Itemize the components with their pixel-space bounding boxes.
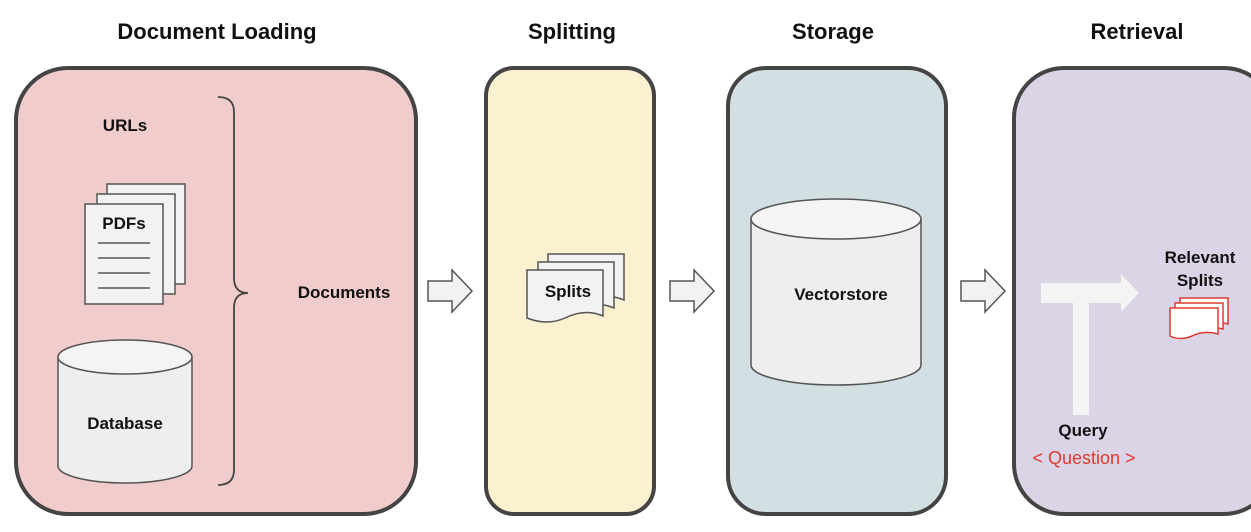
stage-title-splitting: Splitting (528, 19, 616, 44)
query-arrow-icon (1041, 274, 1139, 415)
vectorstore-icon (750, 198, 922, 386)
urls-label: URLs (103, 116, 147, 135)
vectorstore-label: Vectorstore (794, 285, 888, 304)
curly-brace (217, 96, 249, 486)
flow-arrow-3 (960, 268, 1007, 314)
database-label: Database (87, 414, 163, 433)
pdfs-label: PDFs (102, 214, 145, 233)
splits-label: Splits (545, 282, 591, 301)
relevant-splits-label-line1: Relevant (1165, 248, 1236, 267)
documents-label: Documents (298, 283, 391, 302)
stage-title-retrieval: Retrieval (1091, 19, 1184, 44)
stage-title-loading: Document Loading (117, 19, 316, 44)
flow-arrow-1 (427, 268, 474, 314)
pdf-documents-icon (84, 183, 186, 305)
relevant-splits-icon (1169, 297, 1229, 340)
splits-icon (526, 253, 625, 323)
stage-title-storage: Storage (792, 19, 874, 44)
query-label: Query (1058, 421, 1108, 440)
database-icon (57, 339, 193, 484)
relevant-splits-label-line2: Splits (1177, 271, 1223, 290)
flow-arrow-2 (669, 268, 716, 314)
question-label: < Question > (1032, 448, 1135, 468)
